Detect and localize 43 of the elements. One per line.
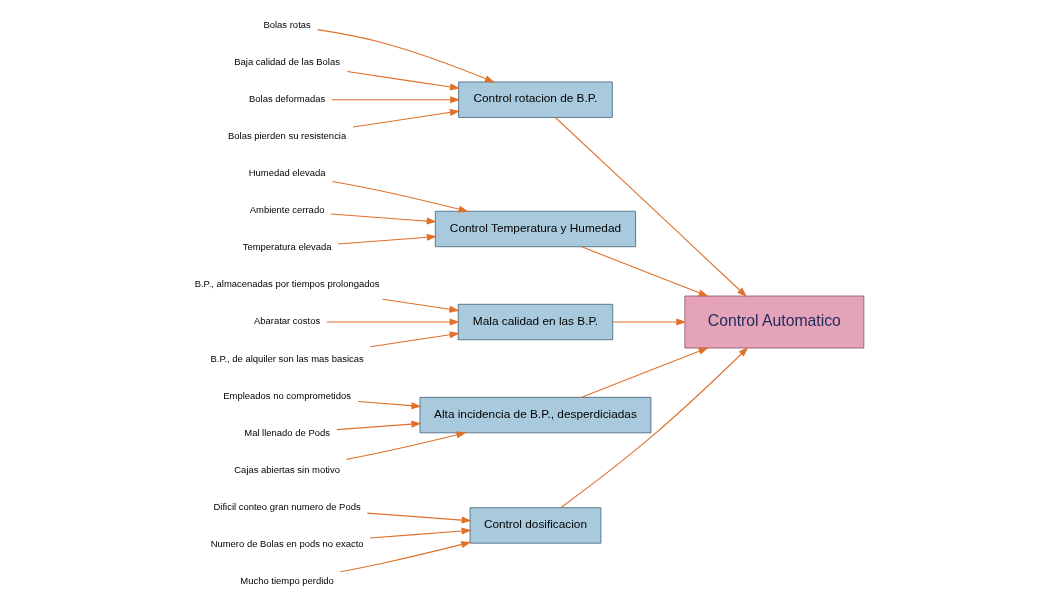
- arrow: [352, 108, 461, 128]
- arrow: [369, 331, 460, 348]
- arrow: [346, 431, 467, 460]
- node-text: Empleados no comprometidos: [223, 389, 351, 401]
- node-text: Cajas abiertas sin motivo: [234, 463, 340, 475]
- node-box: Alta incidencia de B.P., desperdiciadas: [419, 396, 652, 434]
- arrow: [554, 116, 748, 298]
- node-text: Mal llenado de Pods: [244, 426, 330, 438]
- node-box: Control Automatico: [684, 295, 865, 349]
- arrow: [357, 400, 422, 410]
- node-box: Control rotacion de B.P.: [458, 81, 613, 118]
- node-text: Temperatura elevada: [242, 241, 332, 253]
- node-text: Abaratar costos: [253, 315, 321, 327]
- node-text: Mucho tiempo perdido: [240, 574, 334, 586]
- arrow: [337, 233, 437, 245]
- node-box: Control dosificacion: [469, 507, 602, 544]
- arrow: [336, 420, 422, 431]
- node-text: Bolas rotas: [263, 19, 311, 31]
- node-text: B.P., de alquiler son las mas basicas: [210, 352, 364, 364]
- arrow: [366, 512, 472, 524]
- node-text: Baja calidad de las Bolas: [234, 56, 340, 68]
- arrow: [560, 347, 749, 509]
- node-text: Bolas pierden su resistencia: [227, 130, 347, 142]
- node-text: B.P., almacenadas por tiempos prolongados: [194, 278, 380, 290]
- node-box: Mala calidad en las B.P.: [457, 303, 614, 341]
- arrow: [346, 71, 461, 91]
- node-text: Dificil conteo gran numero de Pods: [213, 500, 361, 512]
- node-text: Ambiente cerrado: [249, 204, 325, 216]
- arrow: [581, 347, 709, 398]
- node-text: Numero de Bolas en pods no exacto: [210, 537, 364, 549]
- arrow: [317, 29, 495, 83]
- arrow: [612, 318, 687, 326]
- arrow: [369, 527, 472, 539]
- arrow: [331, 180, 469, 213]
- arrow: [339, 541, 472, 573]
- arrow: [330, 213, 437, 225]
- arrow: [326, 318, 460, 326]
- arrow: [581, 246, 709, 297]
- arrow: [382, 298, 460, 313]
- node-text: Bolas deformadas: [249, 93, 326, 105]
- node-text: Humedad elevada: [248, 167, 326, 179]
- arrow: [331, 96, 461, 104]
- node-box: Control Temperatura y Humedad: [434, 210, 636, 248]
